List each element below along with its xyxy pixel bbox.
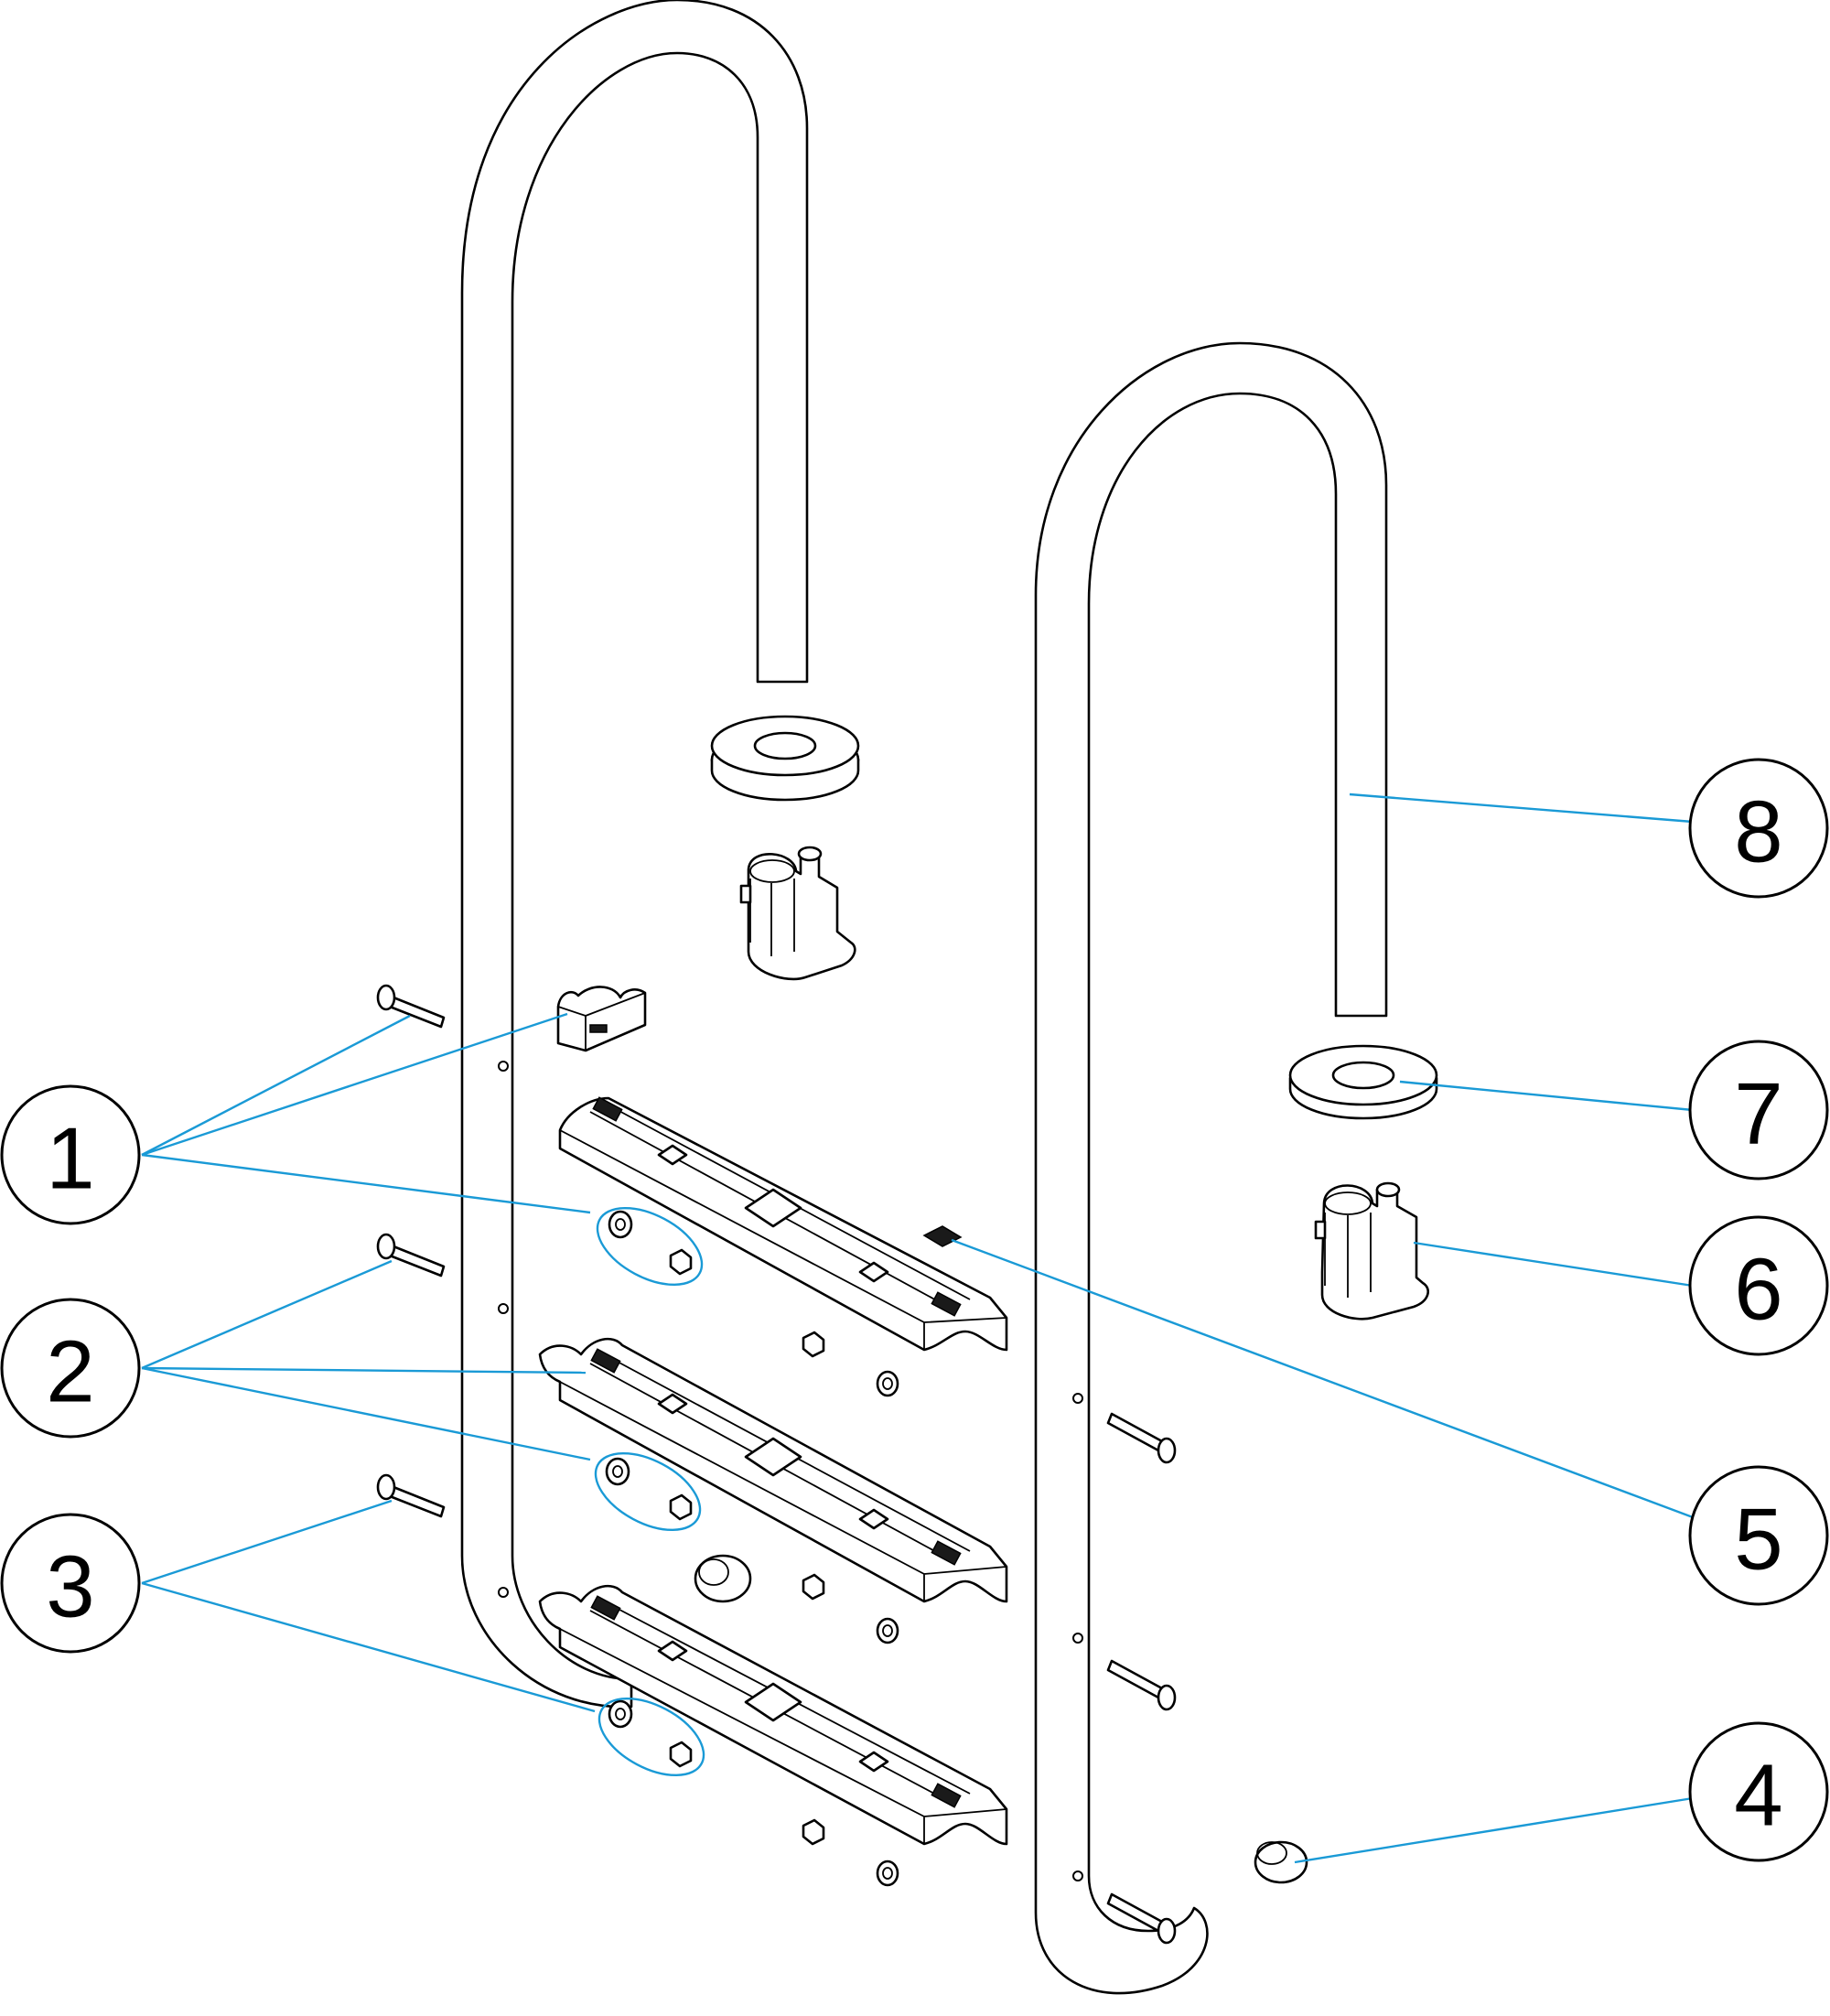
bushing [694,1554,752,1603]
left-handrail [460,0,809,1709]
washer-nut-group-1 [608,1210,693,1276]
bolt-mid-right [1106,1659,1177,1711]
callout-2: 2 [0,1298,141,1439]
svg-text:1: 1 [46,1110,94,1208]
clamp-block [556,986,647,1052]
leader-lines [141,792,1694,1864]
bolt-top-right [1106,1412,1177,1464]
washer-nut-group-2 [605,1457,693,1521]
bolt-top-left [376,984,446,1029]
highlight-ellipse-3 [597,1697,705,1777]
svg-text:4: 4 [1734,1747,1782,1845]
svg-text:3: 3 [46,1538,94,1636]
step-tread-2 [538,1337,1008,1603]
bolt-low-left [376,1473,446,1518]
anchor-socket-left [739,846,856,981]
svg-text:7: 7 [1734,1065,1782,1163]
washer-nut-group-3 [608,1699,693,1768]
callout-7: 7 [1688,1040,1829,1180]
loose-nut-washer-2 [802,1573,899,1644]
bolt-low-right [1106,1892,1177,1945]
escutcheon-left [710,715,860,802]
callout-6: 6 [1688,1215,1829,1356]
escutcheon-right [1288,1044,1438,1120]
bolt-mid-left [376,1233,446,1278]
step-tread-3 [538,1584,1008,1846]
end-cap [1254,1840,1308,1884]
callout-8: 8 [1688,758,1829,899]
anti-slip-pad [922,1225,963,1247]
loose-nut-washer-1 [802,1331,899,1397]
anchor-socket-right [1314,1181,1429,1321]
callout-5: 5 [1688,1465,1829,1606]
svg-text:8: 8 [1734,783,1782,881]
svg-text:6: 6 [1734,1241,1782,1339]
loose-nut-washer-3 [802,1818,899,1887]
callout-4: 4 [1688,1721,1829,1862]
callout-3: 3 [0,1513,141,1654]
step-tread-1 [558,1096,1008,1352]
right-handrail [1034,341,1388,1995]
svg-text:5: 5 [1734,1491,1782,1589]
callout-1: 1 [0,1084,141,1225]
highlight-ellipse-1 [596,1206,704,1287]
highlight-ellipse-2 [594,1451,702,1532]
svg-text:2: 2 [46,1323,94,1421]
